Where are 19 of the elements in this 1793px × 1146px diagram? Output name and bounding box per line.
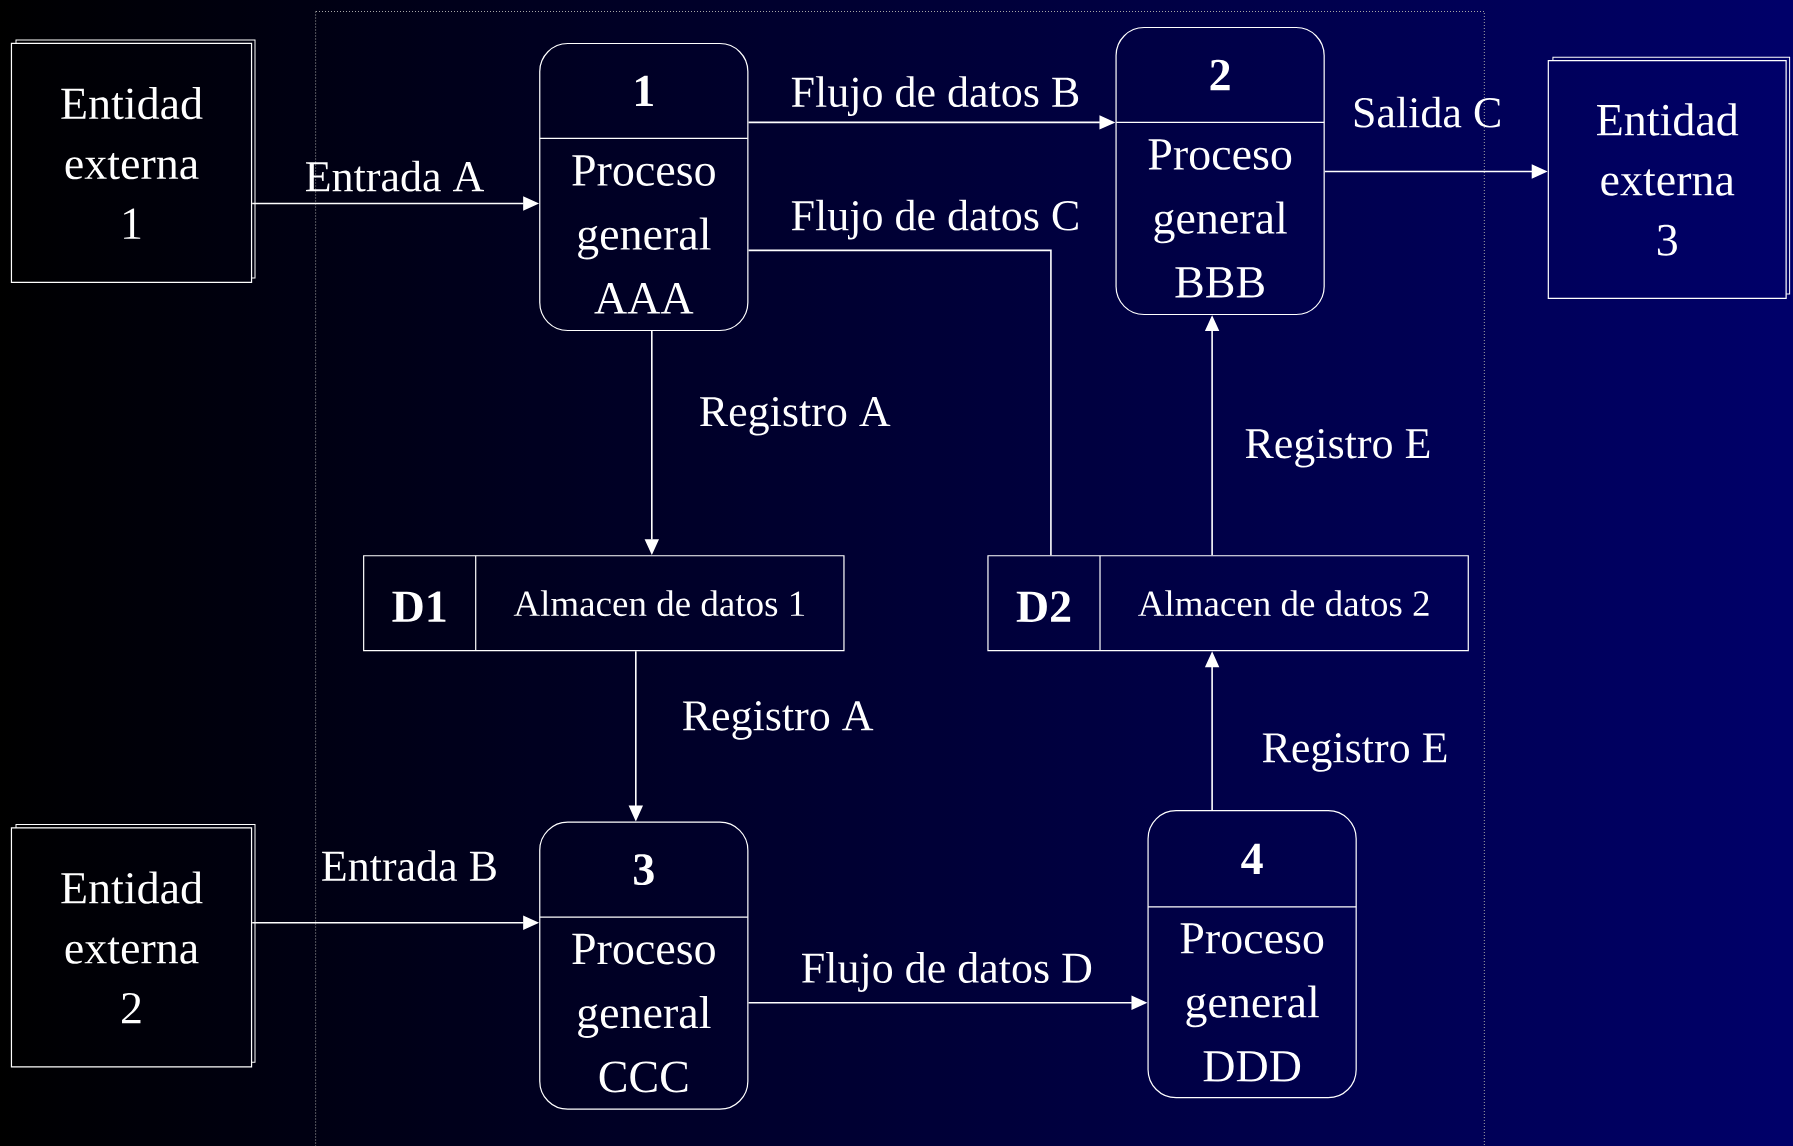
edge-label: Registro E xyxy=(1245,428,1430,468)
external-entity-box: Entidad externa 2 xyxy=(10,824,256,1068)
edge-label: Entrada A xyxy=(306,160,484,192)
edge-label: Registro E xyxy=(1262,733,1447,772)
process-box: 1 Proceso general AAA xyxy=(539,42,749,332)
process-box: 2 Proceso general BBB xyxy=(1115,26,1325,316)
edge-label: Flujo de datos D xyxy=(802,952,1092,992)
external-entity-box: Entidad externa 3 xyxy=(1547,56,1791,299)
edge-label: Entrada B xyxy=(322,850,496,882)
edge-label: Flujo de datos B xyxy=(791,76,1079,117)
edge-label: Registro A xyxy=(700,396,891,436)
data-store-box: D1 Almacen de datos 1 xyxy=(363,555,845,652)
edge-label: Salida C xyxy=(1354,96,1500,128)
edge-label: Registro A xyxy=(682,701,874,740)
process-box: 3 Proceso general CCC xyxy=(539,821,749,1110)
edge-label: Flujo de datos C xyxy=(791,199,1078,240)
external-entity-box: Entidad externa 1 xyxy=(10,39,256,283)
process-box: 4 Proceso general DDD xyxy=(1147,810,1357,1099)
data-store-box: D2 Almacen de datos 2 xyxy=(987,555,1469,652)
